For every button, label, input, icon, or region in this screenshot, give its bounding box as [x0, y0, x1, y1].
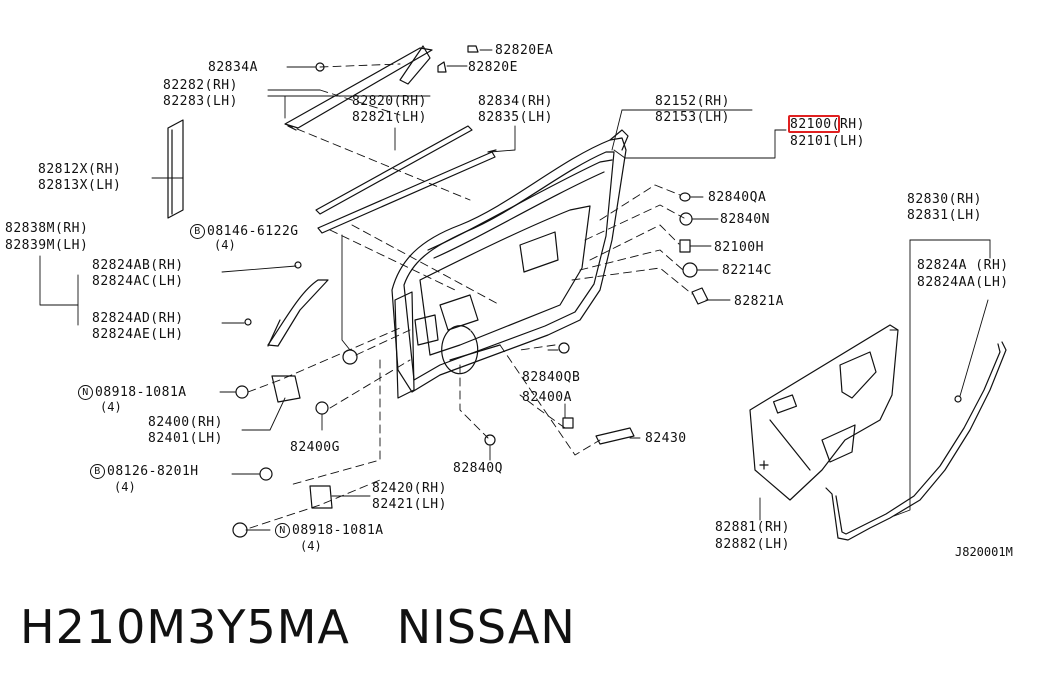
label-82821: 82821(LH)	[352, 110, 427, 125]
label-82820: 82820(RH)	[352, 94, 427, 109]
figure-code: J820001M	[955, 545, 1013, 559]
leader-lines	[39, 49, 991, 531]
n-circle-icon: N	[275, 523, 290, 538]
label-08918-lower-qty: (4)	[300, 539, 322, 553]
label-82881: 82881(RH)	[715, 520, 790, 535]
label-82824AB: 82824AB(RH)	[92, 258, 184, 273]
part-number-footer: H210M3Y5MA NISSAN	[20, 600, 576, 654]
label-82824AD: 82824AD(RH)	[92, 311, 184, 326]
label-82834A: 82834A	[208, 60, 258, 75]
label-82820E: 82820E	[468, 60, 518, 75]
label-82420: 82420(RH)	[372, 481, 447, 496]
label-82840QA: 82840QA	[708, 190, 767, 205]
label-82214C: 82214C	[722, 263, 772, 278]
label-82152: 82152(RH)	[655, 94, 730, 109]
label-82421: 82421(LH)	[372, 497, 447, 512]
label-82401: 82401(LH)	[148, 431, 223, 446]
label-82824AA: 82824AA(LH)	[917, 275, 1009, 290]
label-82430: 82430	[645, 431, 687, 446]
label-82831: 82831(LH)	[907, 208, 982, 223]
label-82834: 82834(RH)	[478, 94, 553, 109]
label-82812X: 82812X(RH)	[38, 162, 122, 177]
label-82840Q: 82840Q	[453, 461, 503, 476]
label-82100H: 82100H	[714, 240, 764, 255]
label-82283: 82283(LH)	[163, 94, 238, 109]
label-82830: 82830(RH)	[907, 192, 982, 207]
label-08126-text: 08126-8201H	[107, 464, 199, 479]
glass-run-channel	[427, 159, 613, 259]
label-82100: 82100(RH)	[790, 117, 865, 132]
label-82882: 82882(LH)	[715, 537, 790, 552]
b-circle-icon: B	[90, 464, 105, 479]
label-82100-side: (RH)	[831, 117, 865, 132]
label-82839M: 82839M(LH)	[5, 238, 89, 253]
label-82820EA: 82820EA	[495, 43, 554, 58]
label-08146-qty: (4)	[214, 238, 236, 252]
n-circle-icon: N	[78, 385, 93, 400]
highlight-box	[788, 115, 840, 133]
belt-weatherstrip-outer	[315, 125, 473, 215]
door-garnish	[267, 279, 329, 347]
label-08918-upper-text: 08918-1081A	[95, 385, 187, 400]
label-08126-qty: (4)	[114, 480, 136, 494]
label-82400G: 82400G	[290, 440, 340, 455]
label-08918-upper-qty: (4)	[100, 400, 122, 414]
door-trim-panel	[749, 324, 899, 501]
label-82838M: 82838M(RH)	[5, 221, 89, 236]
label-82153: 82153(LH)	[655, 110, 730, 125]
label-82840QB: 82840QB	[522, 370, 581, 385]
sash-vertical-moulding	[167, 119, 184, 219]
assembly-dash-lines	[247, 63, 899, 529]
label-82813X: 82813X(LH)	[38, 178, 122, 193]
label-82400: 82400(RH)	[148, 415, 223, 430]
label-82400A: 82400A	[522, 390, 572, 405]
door-weatherstrip	[825, 341, 1007, 541]
label-08918-lower-text: 08918-1081A	[292, 523, 384, 538]
door-shell	[391, 129, 629, 399]
label-82821A: 82821A	[734, 294, 784, 309]
label-08146-text: 08146-6122G	[207, 224, 299, 239]
label-82101: 82101(LH)	[790, 134, 865, 149]
label-82824AE: 82824AE(LH)	[92, 327, 184, 342]
label-82840N: 82840N	[720, 212, 770, 227]
label-82100-part: 82100	[790, 117, 832, 132]
label-82824A: 82824A (RH)	[917, 258, 1009, 273]
label-82824AC: 82824AC(LH)	[92, 274, 184, 289]
sash-moulding-part	[284, 45, 433, 131]
label-82835: 82835(LH)	[478, 110, 553, 125]
label-82282: 82282(RH)	[163, 78, 238, 93]
belt-weatherstrip-inner	[317, 149, 497, 234]
b-circle-icon: B	[190, 224, 205, 239]
